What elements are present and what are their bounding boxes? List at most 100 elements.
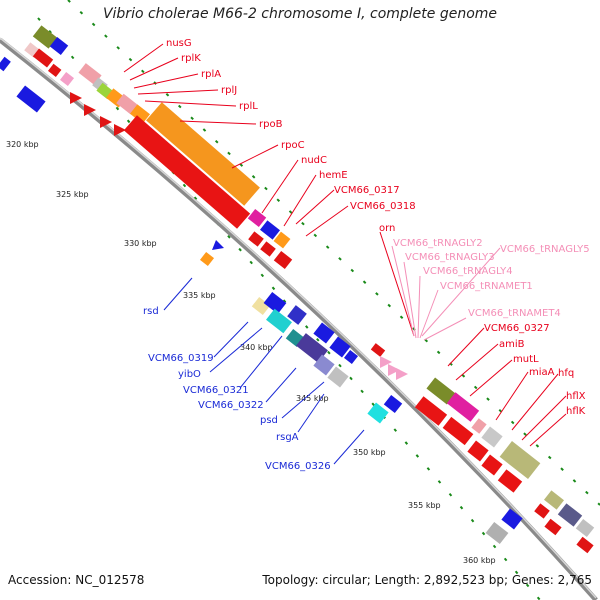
gene-block [59, 71, 75, 87]
gene-block [273, 250, 293, 270]
gene-block [0, 56, 11, 72]
gene-block [426, 377, 456, 405]
gene-label: VCM66_tRNAMET1 [440, 281, 533, 292]
gene-label: hflX [566, 391, 586, 402]
gene-label: rsd [143, 306, 159, 317]
gene-label: hemE [319, 170, 348, 181]
kbp-label: 360 kbp [463, 556, 496, 565]
kbp-label: 325 kbp [56, 190, 89, 199]
gene-block [481, 426, 503, 448]
gene-block [49, 36, 69, 56]
gene-label: hflK [566, 406, 586, 417]
gene-arrow [84, 104, 96, 116]
kbp-label: 345 kbp [296, 394, 329, 403]
gene-block [383, 394, 403, 414]
gene-block [313, 322, 335, 344]
forward-leader-lines [123, 43, 567, 447]
gene-label: VCM66_tRNAGLY5 [500, 244, 590, 255]
gene-block [367, 402, 389, 424]
gene-block [499, 441, 541, 479]
gene-block [146, 102, 260, 206]
gene-block [123, 115, 251, 229]
gene-block [534, 503, 550, 519]
gene-label: VCM66_0327 [484, 323, 550, 334]
gene-block [576, 536, 594, 554]
tick-track [37, 0, 600, 600]
inner-tick-track [37, 17, 541, 600]
gene-label: miaA [529, 367, 555, 378]
gene-label: orn [379, 223, 395, 234]
gene-block [263, 291, 287, 315]
gene-block [296, 333, 328, 363]
gene-label: rsgA [276, 432, 299, 443]
gene-arrow [380, 356, 392, 368]
gene-label: VCM66_0318 [350, 201, 416, 212]
chromosome-backbone [0, 38, 598, 600]
gene-block [471, 418, 487, 434]
kbp-label: 335 kbp [183, 291, 216, 300]
gene-label: VCM66_tRNAGLY2 [393, 238, 483, 249]
gene-block [251, 296, 271, 316]
kbp-label: 350 kbp [353, 448, 386, 457]
rna-gene-labels: VCM66_tRNAGLY2 VCM66_tRNAGLY3 VCM66_tRNA… [393, 238, 590, 319]
accession-label: Accession: NC_012578 [8, 573, 145, 587]
gene-block [116, 93, 138, 115]
forward-gene-labels: nusG rplK rplA rplJ rplL rpoB rpoC nudC … [166, 38, 586, 417]
gene-label: mutL [513, 354, 539, 365]
gene-block [247, 208, 267, 228]
gene-block [16, 85, 46, 113]
gene-block [266, 308, 292, 334]
genome-summary-label: Topology: circular; Length: 2,892,523 bp… [262, 573, 592, 587]
gene-arrow [100, 116, 112, 128]
gene-label: amiB [499, 339, 525, 350]
gene-label: rpoC [281, 140, 305, 151]
gene-block [78, 63, 102, 85]
gene-block [260, 220, 280, 240]
gene-block [273, 231, 291, 249]
gene-label: hfq [558, 368, 574, 379]
kbp-label: 330 kbp [124, 239, 157, 248]
gene-label: VCM66_0326 [265, 461, 331, 472]
gene-block [575, 518, 595, 538]
gene-arrow [212, 240, 224, 250]
gene-block [544, 518, 562, 536]
gene-label: nusG [166, 38, 192, 49]
map-title: Vibrio cholerae M66-2 chromosome I, comp… [102, 6, 498, 22]
gene-arrow [114, 124, 126, 136]
gene-label: VCM66_tRNAGLY4 [423, 266, 513, 277]
gene-label: rplK [181, 53, 201, 64]
reverse-gene-labels: rsd VCM66_0319 yibO VCM66_0321 VCM66_032… [143, 306, 331, 472]
gene-block [287, 305, 307, 325]
gene-block [467, 440, 489, 462]
gene-block [313, 354, 335, 376]
gene-block [47, 63, 62, 78]
gene-label: yibO [178, 369, 201, 380]
gene-block [544, 490, 564, 510]
gene-arrow [70, 92, 82, 104]
gene-block [260, 241, 276, 257]
gene-label: rplL [239, 101, 258, 112]
gene-arrow [388, 364, 400, 376]
outer-tick-track [67, 0, 600, 506]
gene-label: psd [260, 415, 278, 426]
gene-label: VCM66_0319 [148, 353, 214, 364]
gene-label: rplJ [221, 85, 237, 96]
kbp-label: 340 kbp [240, 343, 273, 352]
gene-label: VCM66_tRNAMET4 [468, 308, 561, 319]
gene-block [501, 508, 523, 530]
kbp-label: 320 kbp [6, 140, 39, 149]
gene-block [32, 48, 54, 68]
gene-block [130, 104, 150, 124]
gene-label: rplA [201, 69, 221, 80]
gene-block [327, 366, 349, 388]
rna-leader-lines [391, 245, 501, 341]
gene-label: VCM66_0322 [198, 400, 264, 411]
gene-block [497, 469, 523, 493]
gene-label: VCM66_0321 [183, 385, 249, 396]
gene-block [343, 349, 359, 365]
kbp-scale: 320 kbp 325 kbp 330 kbp 335 kbp 340 kbp … [6, 140, 496, 565]
gene-block [481, 454, 503, 476]
gene-label: nudC [301, 155, 327, 166]
gene-label: VCM66_0317 [334, 185, 400, 196]
